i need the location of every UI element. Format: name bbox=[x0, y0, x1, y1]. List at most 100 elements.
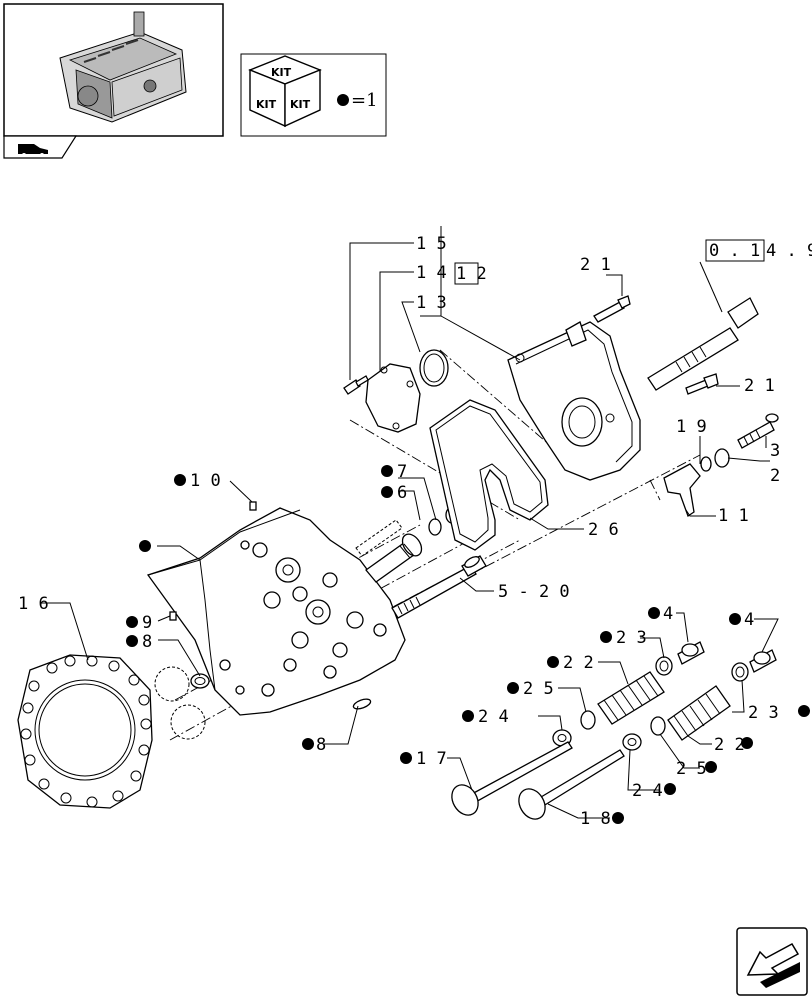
engine-thumbnail[interactable] bbox=[3, 3, 224, 137]
callout-8-upper: 8 bbox=[142, 632, 152, 652]
valve-spring-22-left bbox=[597, 671, 665, 725]
callout-25-left: 2 5 bbox=[523, 679, 554, 699]
valve-keys-4-right bbox=[749, 649, 777, 673]
callout-2: 2 bbox=[770, 466, 780, 486]
sub-ref-box[interactable]: 1 2 bbox=[454, 262, 487, 285]
callout-19: 1 9 bbox=[676, 417, 707, 437]
callout-22-left: 2 2 bbox=[563, 653, 594, 673]
kit-dot-icon bbox=[705, 761, 717, 773]
callout-6: 6 bbox=[397, 483, 407, 503]
callout-24-right: 2 4 bbox=[632, 781, 663, 801]
reference-suffix: 4 . 9 bbox=[766, 241, 812, 261]
kit-dot-icon bbox=[612, 812, 624, 824]
callout-10: 1 0 bbox=[190, 471, 221, 491]
callout-labels: 1 5 1 4 1 2 1 3 2 1 0 . 1 4 . 9 2 1 1 9 … bbox=[18, 234, 812, 829]
callout-23-left: 2 3 bbox=[616, 628, 647, 648]
bolt-21-right bbox=[685, 373, 719, 395]
injector-sleeves-dashed bbox=[154, 666, 210, 740]
nav-arrow-tab[interactable] bbox=[3, 135, 78, 159]
callout-25-right: 2 5 bbox=[676, 759, 707, 779]
ring-8-lower bbox=[352, 698, 372, 710]
callout-4-right: 4 bbox=[744, 610, 754, 630]
kit-dot-icon bbox=[798, 705, 810, 717]
callout-7: 7 bbox=[397, 462, 407, 482]
bolt-21-upper bbox=[593, 295, 631, 323]
kit-dot-icon bbox=[600, 631, 612, 643]
valve-18 bbox=[518, 749, 625, 820]
callout-15: 1 5 bbox=[416, 234, 447, 254]
retainer-23-right bbox=[731, 662, 749, 682]
kit-dot-icon bbox=[126, 635, 138, 647]
callout-21-right: 2 1 bbox=[744, 376, 775, 396]
callout-26: 2 6 bbox=[588, 520, 619, 540]
head-gasket bbox=[17, 654, 153, 809]
kit-dot-icon bbox=[741, 737, 753, 749]
kit-cube-icon: KIT KIT KIT bbox=[248, 55, 322, 128]
kit-dot-icon bbox=[139, 540, 151, 552]
valve-cover-housing bbox=[507, 321, 641, 481]
callout-24-left: 2 4 bbox=[478, 707, 509, 727]
callout-11: 1 1 bbox=[718, 506, 749, 526]
bolt-3 bbox=[737, 413, 779, 449]
callout-9: 9 bbox=[142, 613, 152, 633]
kit-dot-icon bbox=[648, 607, 660, 619]
kit-dot-icon bbox=[126, 616, 138, 628]
arrow-left-down-icon bbox=[746, 943, 800, 988]
kit-dot-icon bbox=[381, 486, 393, 498]
callout-21-upper: 2 1 bbox=[580, 255, 611, 275]
kit-dot-icon bbox=[547, 656, 559, 668]
kit-dot-icon bbox=[381, 465, 393, 477]
kit-dot-icon bbox=[302, 738, 314, 750]
injector-harness bbox=[647, 261, 759, 391]
kit-legend: KIT KIT KIT =1 bbox=[240, 53, 387, 137]
kit-dot-icon bbox=[400, 752, 412, 764]
sub-ref-12: 1 2 bbox=[456, 264, 487, 284]
kit-dot-icon bbox=[507, 682, 519, 694]
retainer-23-left bbox=[655, 656, 673, 676]
bolt-15 bbox=[343, 375, 369, 395]
head-ports bbox=[219, 540, 387, 697]
plug-9 bbox=[169, 611, 177, 621]
callout-8-lower: 8 bbox=[316, 735, 326, 755]
next-page-button[interactable] bbox=[736, 927, 808, 996]
kit-face-top: KIT bbox=[271, 66, 292, 79]
callout-4-left: 4 bbox=[663, 604, 673, 624]
washer-19 bbox=[700, 456, 712, 472]
seal-ring-13 bbox=[419, 349, 449, 387]
plug-10 bbox=[249, 501, 257, 511]
callout-14: 1 4 bbox=[416, 263, 447, 283]
kit-dot-icon bbox=[462, 710, 474, 722]
engine-thumbnail-drawing bbox=[59, 11, 187, 123]
seat-25-right bbox=[650, 716, 666, 736]
kit-face-right: KIT bbox=[290, 98, 311, 111]
reference-link[interactable]: 0 . 1 4 . 9 bbox=[705, 239, 812, 262]
callout-13: 1 3 bbox=[416, 293, 447, 313]
callout-5-20: 5 - 2 0 bbox=[498, 582, 570, 602]
injector-sleeve-6 bbox=[355, 519, 423, 583]
callout-16: 1 6 bbox=[18, 594, 49, 614]
injector-5-20 bbox=[391, 555, 487, 619]
callout-22-right: 2 2 bbox=[714, 735, 745, 755]
kit-dot-icon bbox=[337, 94, 349, 106]
callout-18: 1 8 bbox=[580, 809, 611, 829]
kit-dot-icon bbox=[729, 613, 741, 625]
kit-dot-icon bbox=[174, 474, 186, 486]
leader-lines bbox=[40, 226, 779, 819]
kit-legend-value: =1 bbox=[351, 90, 378, 111]
callout-23-right: 2 3 bbox=[748, 703, 779, 723]
callout-3: 3 bbox=[770, 441, 780, 461]
kit-dot-icon bbox=[664, 783, 676, 795]
valve-cover-gasket-26 bbox=[429, 399, 549, 551]
valve-spring-22-right bbox=[667, 685, 731, 741]
bracket-11 bbox=[663, 463, 701, 517]
washer-2 bbox=[714, 448, 730, 468]
gasket-bolt-holes bbox=[20, 655, 152, 808]
washer-24-right bbox=[622, 733, 642, 751]
cylinder-head bbox=[146, 507, 406, 716]
reference-text: 0 . 1 bbox=[709, 241, 760, 261]
valve-keys-4-left bbox=[677, 641, 705, 665]
cover-plate-14 bbox=[365, 363, 421, 433]
callout-17: 1 7 bbox=[416, 749, 447, 769]
kit-face-left: KIT bbox=[256, 98, 277, 111]
